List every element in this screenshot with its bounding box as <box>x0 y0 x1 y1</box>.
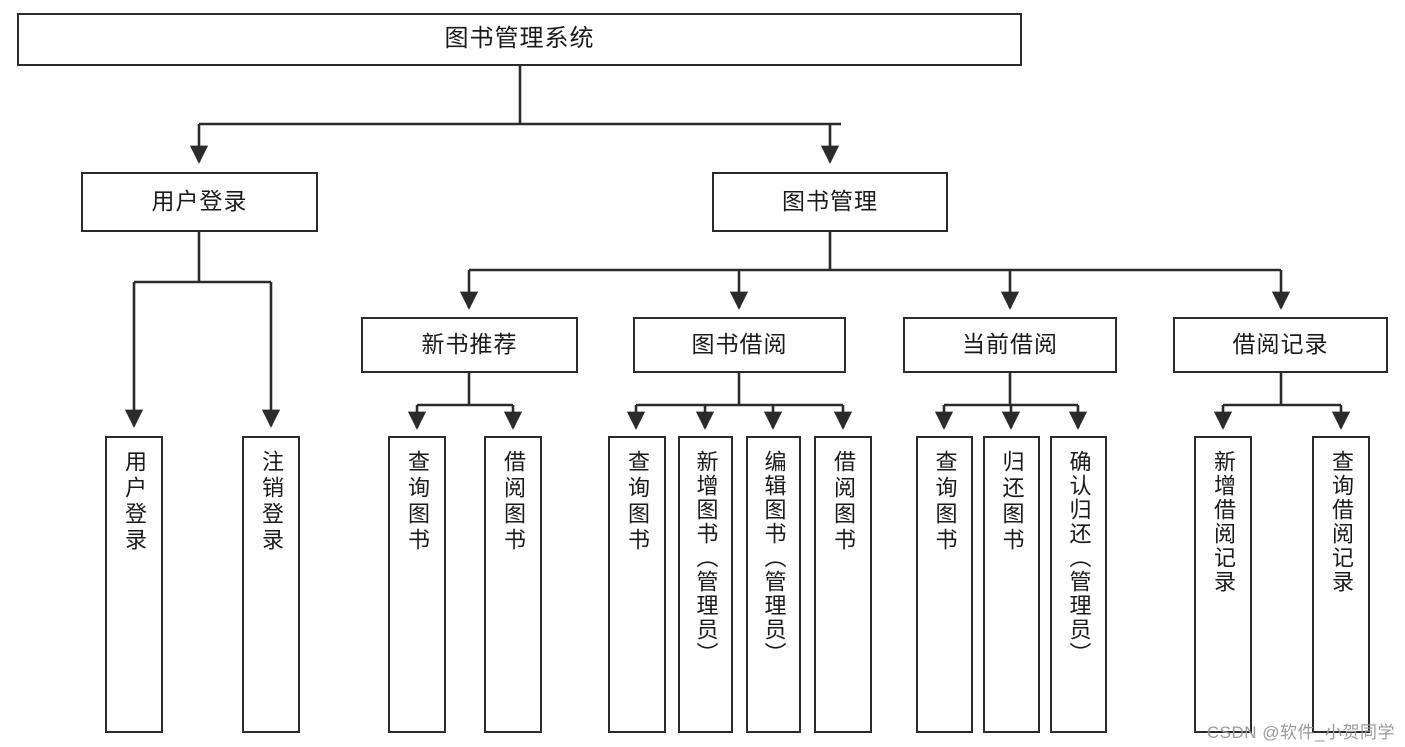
node-label: 新书推荐 <box>421 331 518 358</box>
node-label: 查询借阅记录 <box>1329 450 1354 594</box>
leaf-record-query-record[interactable]: 查询借阅记录 <box>1312 436 1370 733</box>
leaf-borrow-lend-book[interactable]: 借阅图书 <box>814 436 872 733</box>
node-label: 借阅记录 <box>1232 331 1329 358</box>
leaf-new-book-borrow-book[interactable]: 借阅图书 <box>484 436 542 733</box>
leaf-current-confirm-return-admin[interactable]: 确认归还（管理员） <box>1050 436 1107 733</box>
node-label: 用户登录 <box>122 450 147 554</box>
leaf-borrow-edit-book-admin[interactable]: 编辑图书（管理员） <box>746 436 801 733</box>
node-user-login[interactable]: 用户登录 <box>81 172 318 232</box>
node-label: 确认归还（管理员） <box>1066 450 1092 666</box>
node-label: 查询图书 <box>932 450 958 554</box>
node-book-borrow[interactable]: 图书借阅 <box>633 317 846 373</box>
node-label: 新增图书（管理员） <box>693 450 719 666</box>
node-new-book-recommend[interactable]: 新书推荐 <box>361 317 578 373</box>
leaf-borrow-query-book[interactable]: 查询图书 <box>608 436 666 733</box>
node-label: 图书管理 <box>782 188 878 215</box>
leaf-record-add-record[interactable]: 新增借阅记录 <box>1194 436 1252 733</box>
node-borrow-record[interactable]: 借阅记录 <box>1173 317 1388 373</box>
leaf-current-query-book[interactable]: 查询图书 <box>916 436 973 733</box>
node-current-borrow[interactable]: 当前借阅 <box>903 317 1117 373</box>
leaf-user-login-logout[interactable]: 注销登录 <box>242 436 300 733</box>
leaf-borrow-add-book-admin[interactable]: 新增图书（管理员） <box>678 436 733 733</box>
node-label: 新增借阅记录 <box>1211 450 1236 594</box>
node-label: 查询图书 <box>625 450 650 554</box>
node-label: 编辑图书（管理员） <box>761 450 787 666</box>
csdn-watermark: CSDN @软件_小贺同学 <box>1206 723 1395 742</box>
node-label: 用户登录 <box>151 188 248 215</box>
node-label: 查询图书 <box>405 450 430 554</box>
node-label: 图书借阅 <box>691 331 788 358</box>
node-label: 图书管理系统 <box>444 25 595 53</box>
node-label: 注销登录 <box>259 450 284 554</box>
node-root-book-management-system[interactable]: 图书管理系统 <box>17 13 1022 66</box>
leaf-user-login-login[interactable]: 用户登录 <box>105 436 163 733</box>
node-label: 借阅图书 <box>831 450 856 554</box>
node-book-management[interactable]: 图书管理 <box>712 172 948 232</box>
node-label: 当前借阅 <box>962 331 1058 358</box>
node-label: 归还图书 <box>999 450 1025 554</box>
leaf-new-book-query-book[interactable]: 查询图书 <box>388 436 446 733</box>
leaf-current-return-book[interactable]: 归还图书 <box>983 436 1040 733</box>
node-label: 借阅图书 <box>501 450 526 554</box>
